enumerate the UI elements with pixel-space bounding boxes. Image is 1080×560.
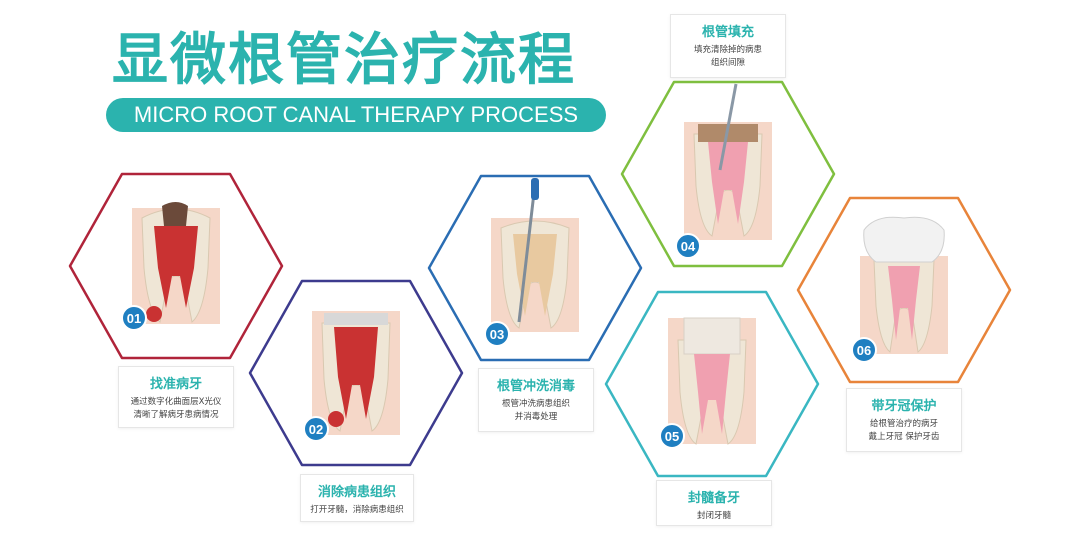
step-01-hexagon: 01 bbox=[68, 172, 284, 360]
step-number-badge: 01 bbox=[121, 305, 147, 331]
tooth-illustration bbox=[684, 83, 772, 240]
step-number-badge: 03 bbox=[484, 321, 510, 347]
tooth-illustration bbox=[491, 178, 579, 332]
tooth-illustration bbox=[668, 317, 756, 445]
step-06-card: 带牙冠保护 给根管治疗的病牙 戴上牙冠 保护牙齿 bbox=[846, 388, 962, 452]
step-06-hexagon: 06 bbox=[796, 196, 1012, 384]
step-description: 通过数字化曲面层X光仪 清晰了解病牙患病情况 bbox=[130, 397, 222, 420]
step-title: 封髓备牙 bbox=[687, 491, 740, 506]
svg-text:04: 04 bbox=[681, 239, 696, 254]
step-title: 根管冲洗消毒 bbox=[496, 379, 575, 394]
svg-text:03: 03 bbox=[490, 327, 504, 342]
step-04-card: 根管填充 填充清除掉的病患 组织间隙 bbox=[670, 14, 786, 78]
step-number-badge: 04 bbox=[675, 233, 701, 259]
page-subtitle: MICRO ROOT CANAL THERAPY PROCESS bbox=[106, 98, 606, 132]
step-title: 根管填充 bbox=[701, 25, 754, 40]
step-04-hexagon: 04 bbox=[620, 80, 836, 268]
step-title: 带牙冠保护 bbox=[871, 399, 937, 414]
step-description: 给根管治疗的病牙 戴上牙冠 保护牙齿 bbox=[868, 419, 940, 442]
tooth-illustration bbox=[312, 311, 400, 435]
step-description: 打开牙髓，消除病患组织 bbox=[310, 505, 404, 515]
svg-text:01: 01 bbox=[127, 311, 141, 326]
step-03-hexagon: 03 bbox=[427, 174, 643, 362]
svg-text:06: 06 bbox=[857, 343, 871, 358]
step-03-card: 根管冲洗消毒 根管冲洗病患组织 并消毒处理 bbox=[478, 368, 594, 432]
step-05-hexagon: 05 bbox=[604, 290, 820, 478]
step-description: 根管冲洗病患组织 并消毒处理 bbox=[501, 399, 570, 422]
tooth-illustration bbox=[132, 202, 220, 324]
step-description: 填充清除掉的病患 组织间隙 bbox=[693, 45, 762, 68]
step-number-badge: 06 bbox=[851, 337, 877, 363]
svg-text:05: 05 bbox=[665, 429, 679, 444]
page-title: 显微根管治疗流程 bbox=[112, 28, 576, 93]
step-02-hexagon: 02 bbox=[248, 279, 464, 467]
step-number-badge: 05 bbox=[659, 423, 685, 449]
step-05-card: 封髓备牙 封闭牙髓 bbox=[656, 480, 772, 526]
step-title: 消除病患组织 bbox=[317, 485, 396, 500]
step-01-card: 找准病牙 通过数字化曲面层X光仪 清晰了解病牙患病情况 bbox=[118, 366, 234, 428]
tooth-illustration bbox=[860, 216, 948, 354]
step-title: 找准病牙 bbox=[149, 377, 202, 392]
step-number-badge: 02 bbox=[303, 416, 329, 442]
step-description: 封闭牙髓 bbox=[696, 511, 731, 521]
step-02-card: 消除病患组织 打开牙髓，消除病患组织 bbox=[300, 474, 414, 522]
svg-text:02: 02 bbox=[309, 422, 323, 437]
